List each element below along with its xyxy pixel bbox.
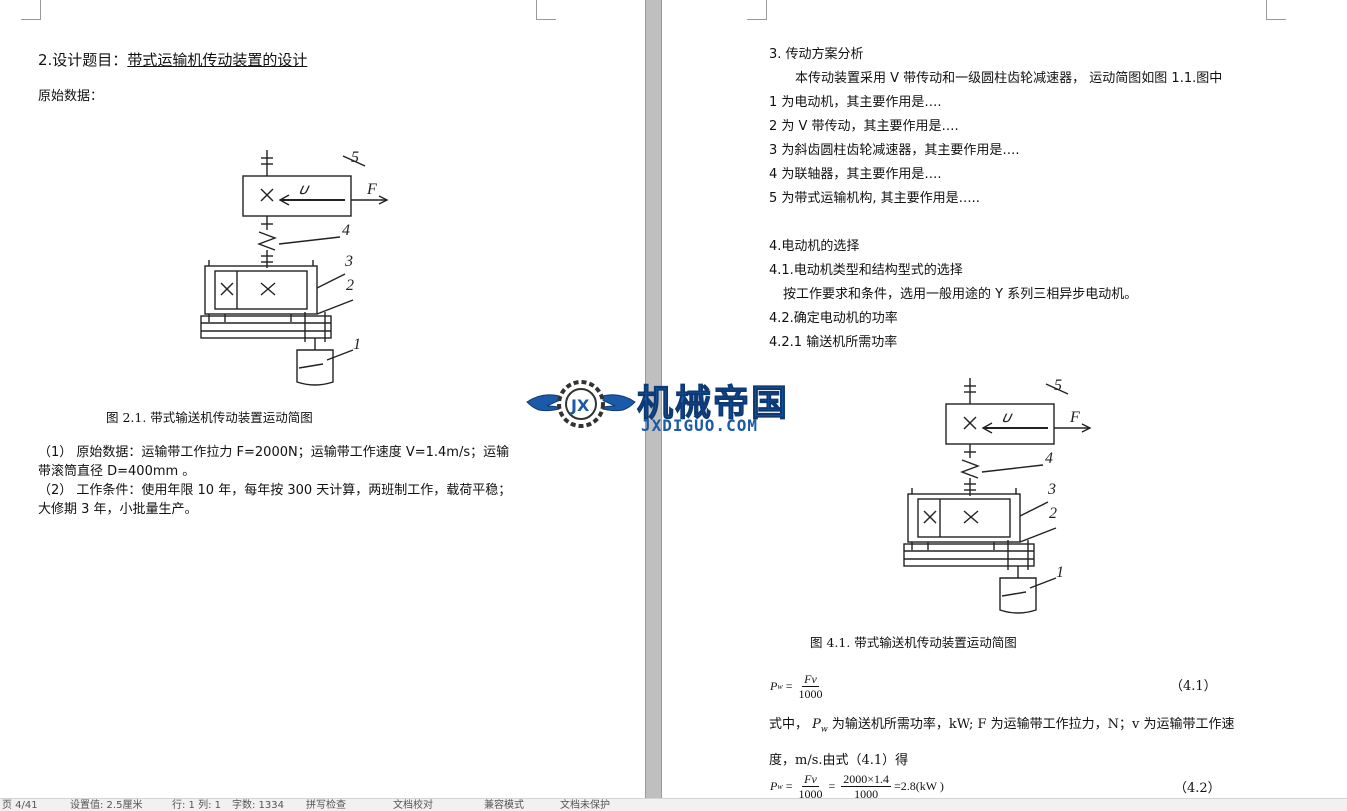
diagram-label-1: 1 [353, 336, 361, 353]
crop-mark-top-right [536, 0, 556, 20]
diagram-label-5: 5 [351, 149, 359, 166]
component-list-item: 5 为带式运输机构, 其主要作用是….. [769, 191, 980, 206]
document-page-right: 3. 传动方案分析 本传动装置采用 V 带传动和一级圆柱齿轮减速器， 运动简图如… [662, 0, 1347, 798]
winged-gear-icon: JX [526, 380, 636, 428]
page-gutter [645, 0, 662, 798]
work-conditions-line1: （2） 工作条件：使用年限 10 年，每年按 300 天计算，两班制工作，载荷平… [38, 483, 512, 498]
crop-mark-top-left [21, 0, 41, 20]
raw-data-item-line2: 带滚筒直径 D=400mm 。 [38, 464, 196, 479]
section-3-title: 3. 传动方案分析 [769, 47, 864, 62]
diagram-label-5: 5 [1054, 377, 1062, 394]
section-4-2-title: 4.2.确定电动机的功率 [769, 311, 898, 326]
raw-data-item-line1: （1） 原始数据：运输带工作拉力 F=2000N；运输带工作速度 V=1.4m/… [38, 445, 510, 460]
diagram-label-v: 𝜐 [1002, 409, 1013, 426]
status-doc-protect[interactable]: 文档未保护 [560, 800, 610, 811]
design-topic-heading: 2.设计题目：带式运输机传动装置的设计 [38, 51, 308, 69]
status-bar: 页 4/41 设置值: 2.5厘米 行: 1 列: 1 字数: 1334 拼写检… [0, 798, 1347, 811]
status-setting[interactable]: 设置值: 2.5厘米 [70, 800, 143, 811]
crop-mark-top-left [747, 0, 767, 20]
work-conditions-line2: 大修期 3 年，小批量生产。 [38, 502, 198, 517]
equation-number-4-1: （4.1） [1170, 679, 1217, 694]
component-list-item: 4 为联轴器，其主要作用是…. [769, 167, 942, 182]
diagram-label-3: 3 [1047, 481, 1056, 498]
design-topic-title: 带式运输机传动装置的设计 [127, 51, 308, 69]
transmission-diagram-fig-2-1: 5 𝜐 F 4 3 2 1 [195, 140, 395, 395]
component-list-item: 2 为 V 带传动，其主要作用是…. [769, 119, 959, 134]
section-4-title: 4.电动机的选择 [769, 239, 860, 254]
formula-explanation-line2: 度，m/s.由式（4.1）得 [769, 753, 909, 768]
watermark-url: JXDIGUO.COM [641, 416, 758, 435]
diagram-label-v: 𝜐 [299, 181, 310, 198]
status-spell-check[interactable]: 拼写检查 [306, 800, 346, 811]
component-list-item: 3 为斜齿圆柱齿轮减速器，其主要作用是…. [769, 143, 1020, 158]
diagram-label-1: 1 [1056, 564, 1064, 581]
status-proofread[interactable]: 文档校对 [393, 800, 433, 811]
figure-2-1-caption: 图 2.1. 带式输送机传动装置运动简图 [106, 410, 313, 425]
svg-text:JX: JX [570, 396, 590, 415]
diagram-label-4: 4 [342, 222, 350, 239]
diagram-label-4: 4 [1045, 450, 1053, 467]
equation-number-4-2: （4.2） [1174, 781, 1221, 796]
diagram-label-2: 2 [1049, 505, 1057, 522]
crop-mark-top-right [1266, 0, 1286, 20]
section-4-1-text: 按工作要求和条件，选用一般用途的 Y 系列三相异步电动机。 [783, 287, 1138, 302]
component-list-item: 1 为电动机，其主要作用是…. [769, 95, 942, 110]
raw-data-label: 原始数据： [38, 89, 104, 104]
section-4-2-1-title: 4.2.1 输送机所需功率 [769, 335, 898, 350]
formula-explanation-line1: 式中， Pw 为输送机所需功率，kW; F 为运输带工作拉力，N；v 为运输带工… [769, 717, 1235, 734]
transmission-diagram-fig-4-1: 5 𝜐 F 4 3 2 1 [898, 368, 1098, 623]
diagram-label-2: 2 [346, 277, 354, 294]
status-word-count[interactable]: 字数: 1334 [232, 800, 284, 811]
watermark-logo: JX 机械帝国 JXDIGUO.COM [525, 372, 825, 438]
section-4-1-title: 4.1.电动机类型和结构型式的选择 [769, 263, 963, 278]
status-compat-mode[interactable]: 兼容模式 [484, 800, 524, 811]
watermark-text: 机械帝国 [636, 383, 790, 425]
section-3-paragraph: 本传动装置采用 V 带传动和一级圆柱齿轮减速器， 运动简图如图 1.1.图中 [795, 71, 1223, 86]
status-cursor-position[interactable]: 行: 1 列: 1 [172, 800, 221, 811]
diagram-label-3: 3 [344, 253, 353, 270]
figure-4-1-caption: 图 4.1. 带式输送机传动装置运动简图 [810, 635, 1017, 650]
diagram-label-f: F [1069, 409, 1080, 426]
status-page-count[interactable]: 页 4/41 [2, 800, 38, 811]
diagram-label-f: F [366, 181, 377, 198]
